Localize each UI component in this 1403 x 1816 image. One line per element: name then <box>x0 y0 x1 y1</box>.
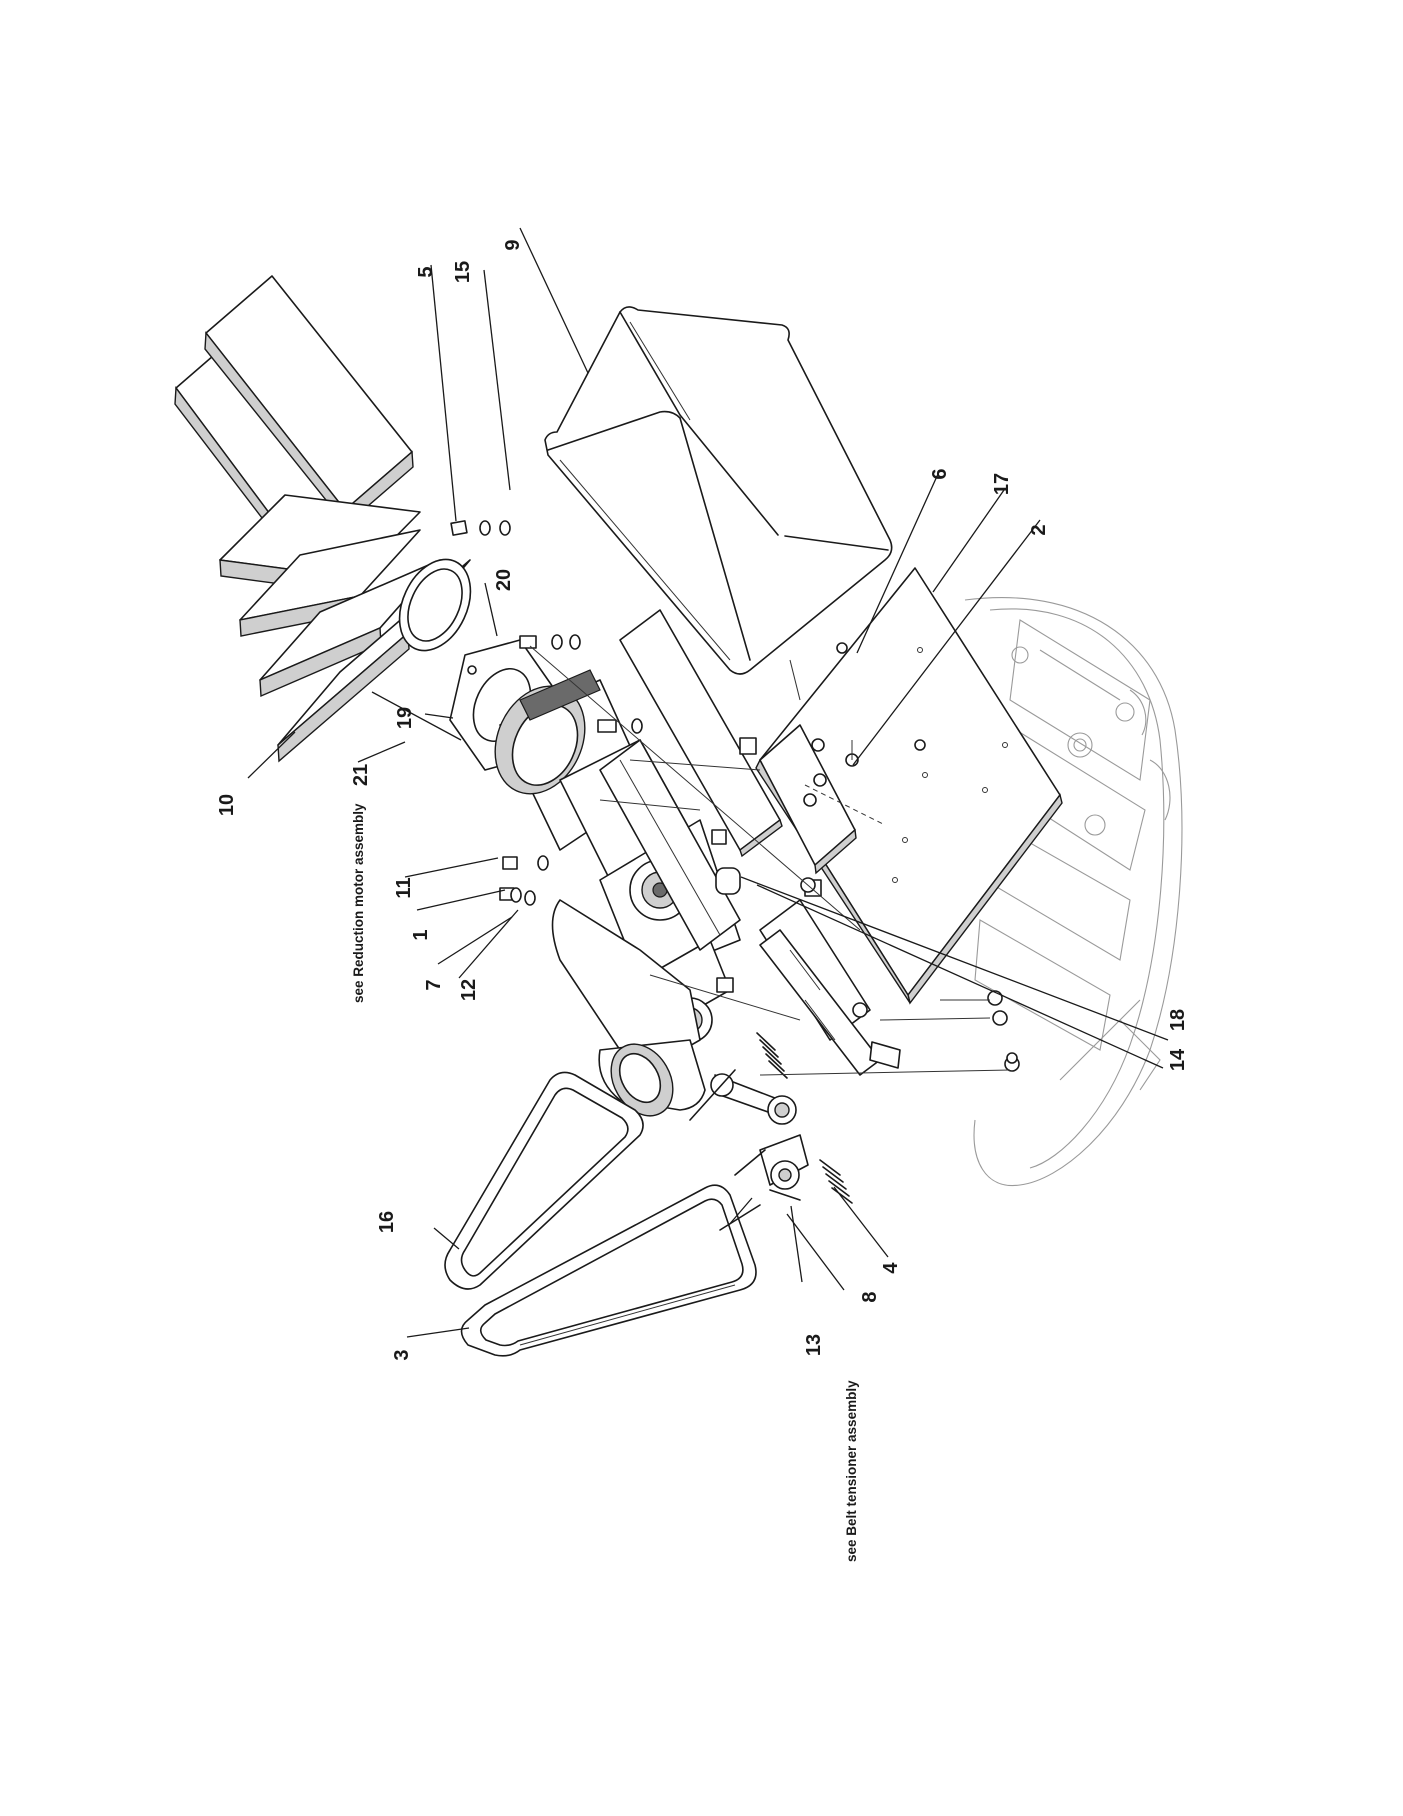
callout-1: 1 <box>410 929 432 940</box>
hardware <box>450 520 1020 1076</box>
callout-9: 9 <box>502 239 524 250</box>
callout-19: 19 <box>394 707 416 729</box>
callout-12: 12 <box>458 979 480 1001</box>
reduction-motor <box>494 669 741 1117</box>
callout-7: 7 <box>423 979 445 990</box>
motor-bracket-plate <box>619 609 881 1076</box>
callout-17: 17 <box>991 473 1013 495</box>
belt-tensioner <box>689 1032 901 1231</box>
leader-lines <box>247 227 1169 1338</box>
callout-10: 10 <box>216 794 238 816</box>
callout-4: 4 <box>880 1262 902 1274</box>
callout-8: 8 <box>859 1291 881 1302</box>
callout-3: 3 <box>391 1349 413 1360</box>
callout-6: 6 <box>929 468 951 479</box>
callout-11: 11 <box>393 877 415 898</box>
machine-frame-outline <box>964 596 1183 1187</box>
cover-box <box>544 306 893 675</box>
callout-14: 14 <box>1167 1048 1189 1071</box>
note-reduction-motor: see Reduction motor assembly <box>351 803 366 1003</box>
callout-21: 21 <box>350 764 372 786</box>
callout-2: 2 <box>1028 524 1050 535</box>
callout-15: 15 <box>452 261 474 283</box>
callout-13: 13 <box>803 1334 825 1356</box>
callout-20: 20 <box>493 569 515 591</box>
belts <box>444 1071 757 1357</box>
callout-16: 16 <box>376 1211 398 1233</box>
callout-18: 18 <box>1167 1009 1189 1031</box>
callout-numbers: 10 21 19 20 5 15 9 6 17 2 11 1 7 12 18 1… <box>216 239 1189 1360</box>
foam-pads <box>174 275 471 763</box>
note-belt-tensioner: see Belt tensioner assembly <box>844 1380 859 1562</box>
assembly-notes: see Reduction motor assembly see Belt te… <box>351 803 859 1562</box>
callout-5: 5 <box>415 266 437 277</box>
